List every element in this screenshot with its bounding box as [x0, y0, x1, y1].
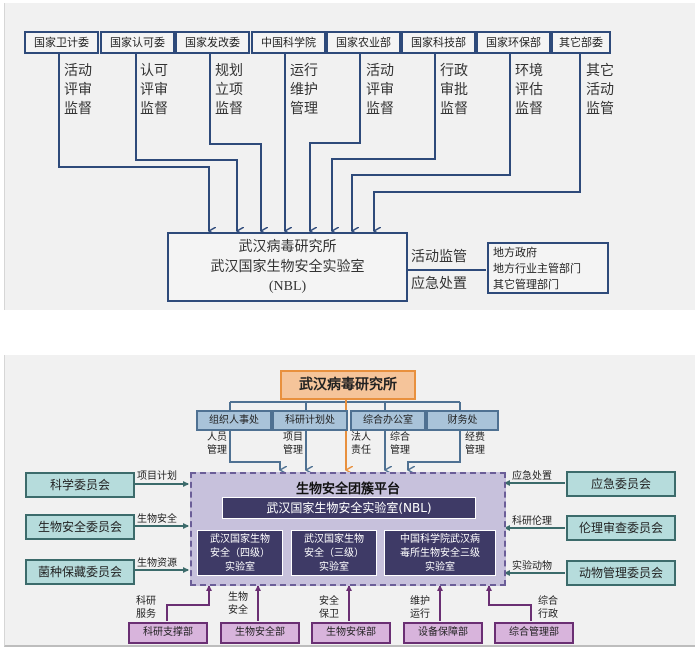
department-box: 科研支撑部	[128, 622, 208, 644]
office-role: 综合管理	[390, 432, 410, 456]
agency-box: 中国科学院	[251, 31, 326, 54]
agency-box: 国家卫计委	[24, 31, 99, 54]
office-role: 经费管理	[465, 432, 485, 456]
connector-nongyebu	[309, 52, 361, 231]
committee-box: 菌种保藏委员会	[25, 559, 135, 585]
department-role: 综合行政	[538, 596, 558, 620]
wiv-nbl-box: 武汉病毒研究所 武汉国家生物安全实验室 (NBL)	[167, 232, 408, 302]
institute-box: 武汉病毒研究所	[280, 370, 416, 400]
local-authorities-box: 地方政府 地方行业主管部门 其它管理部门	[487, 242, 609, 294]
role-label: 行政审批监督	[440, 63, 468, 117]
role-label: 活动评审监督	[64, 63, 92, 117]
institute-role: 法人责任	[351, 432, 371, 456]
role-label: 认可评审监督	[140, 63, 168, 117]
committee-box: 科学委员会	[25, 472, 135, 498]
committee-flow: 项目计划	[137, 471, 177, 482]
arrow-label-emergency: 应急处置	[411, 276, 467, 292]
connector-fagaiwei	[209, 52, 261, 231]
agency-box: 国家发改委	[175, 31, 250, 54]
nbl-box: 武汉国家生物安全实验室(NBL)	[222, 497, 476, 519]
committee-box: 应急委员会	[566, 471, 676, 497]
connector-kejibu	[331, 52, 436, 231]
agency-box: 国家环保部	[476, 31, 551, 54]
role-label: 规划立项监督	[215, 63, 243, 117]
office-role: 人员管理	[207, 432, 227, 456]
department-box: 生物安保部	[311, 622, 391, 644]
committee-flow: 生物安全	[137, 514, 177, 525]
office-box: 财务处	[426, 410, 499, 431]
office-box: 综合办公室	[350, 410, 426, 431]
committee-flow: 生物资源	[137, 558, 177, 569]
agency-box: 国家科技部	[401, 31, 476, 54]
committee-box: 伦理审查委员会	[566, 515, 676, 541]
office-box: 组织人事处	[196, 410, 272, 431]
office-box: 科研计划处	[272, 410, 348, 431]
connector-qitabuwei	[373, 52, 581, 231]
department-role: 安全保卫	[319, 596, 339, 620]
department-box: 综合管理部	[494, 622, 574, 644]
department-role: 维护运行	[410, 596, 430, 620]
connector-renkewei	[135, 52, 237, 231]
agency-box: 其它部委	[551, 31, 611, 54]
connector-weijiwei	[58, 52, 209, 231]
role-label: 其它活动监管	[586, 63, 614, 117]
department-box: 生物安全部	[220, 622, 300, 644]
committee-flow: 应急处置	[512, 471, 552, 482]
role-label: 环境评估监督	[515, 63, 543, 117]
connector-huanbaobu	[351, 52, 511, 231]
department-role: 科研服务	[136, 596, 156, 620]
lab-box: 中国科学院武汉病毒所生物安全三级实验室	[384, 530, 496, 576]
committee-box: 生物安全委员会	[25, 514, 135, 540]
platform-title: 生物安全团簇平台	[295, 482, 400, 497]
committee-flow: 科研伦理	[512, 516, 552, 527]
role-label: 运行维护管理	[290, 63, 318, 117]
lab-box: 武汉国家生物安全（三级）实验室	[291, 530, 377, 576]
lab-box: 武汉国家生物安全（四级）实验室	[197, 530, 283, 576]
agency-box: 国家认可委	[100, 31, 175, 54]
committee-flow: 实验动物	[512, 561, 552, 572]
department-role: 生物安全	[228, 592, 248, 616]
office-role: 项目管理	[283, 432, 303, 456]
department-box: 设备保障部	[403, 622, 483, 644]
committee-box: 动物管理委员会	[566, 560, 676, 586]
agency-box: 国家农业部	[326, 31, 401, 54]
arrow-label-supervision: 活动监管	[411, 249, 467, 265]
role-label: 活动评审监督	[366, 63, 394, 117]
